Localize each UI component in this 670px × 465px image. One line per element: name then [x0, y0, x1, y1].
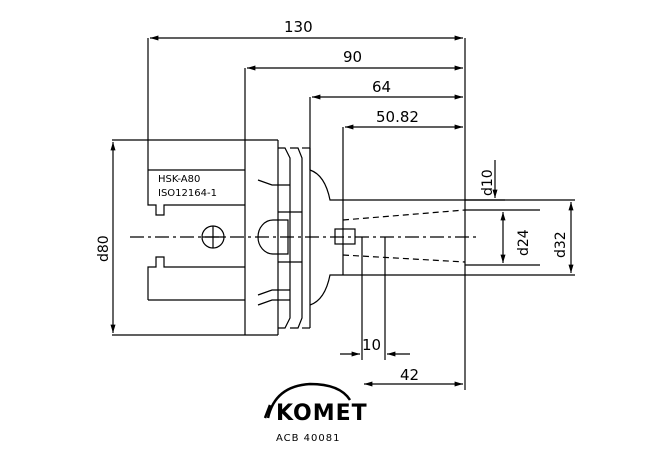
dim-line-d32: [465, 199, 575, 276]
dim-line-10: [340, 237, 410, 360]
komet-logo: KOMET ACB 40081: [263, 382, 368, 444]
dim-label-130: 130: [284, 18, 313, 36]
dim-line-90: [244, 65, 463, 140]
note-standard-1: HSK-A80: [158, 174, 200, 185]
flange: [257, 147, 311, 329]
dim-label-10: 10: [362, 336, 381, 354]
dim-line-d24: [465, 209, 540, 266]
dim-label-42: 42: [400, 366, 419, 384]
dim-label-90: 90: [343, 48, 362, 66]
dim-label-d32: d32: [553, 231, 569, 258]
dim-line-d80: [110, 139, 245, 336]
dim-label-64: 64: [372, 78, 391, 96]
dim-label-d80: d80: [96, 235, 112, 262]
dim-label-d10: d10: [480, 169, 496, 196]
taper-body: [309, 169, 466, 306]
logo-code: ACB 40081: [276, 433, 341, 444]
note-standard-2: ISO12164-1: [158, 188, 217, 199]
dim-label-50-82: 50.82: [376, 108, 419, 126]
dim-line-130: [147, 35, 466, 190]
dim-line-42: [364, 280, 466, 390]
logo-brand: KOMET: [276, 401, 368, 426]
dim-line-50-82: [342, 124, 463, 200]
dim-label-d24: d24: [516, 229, 532, 256]
